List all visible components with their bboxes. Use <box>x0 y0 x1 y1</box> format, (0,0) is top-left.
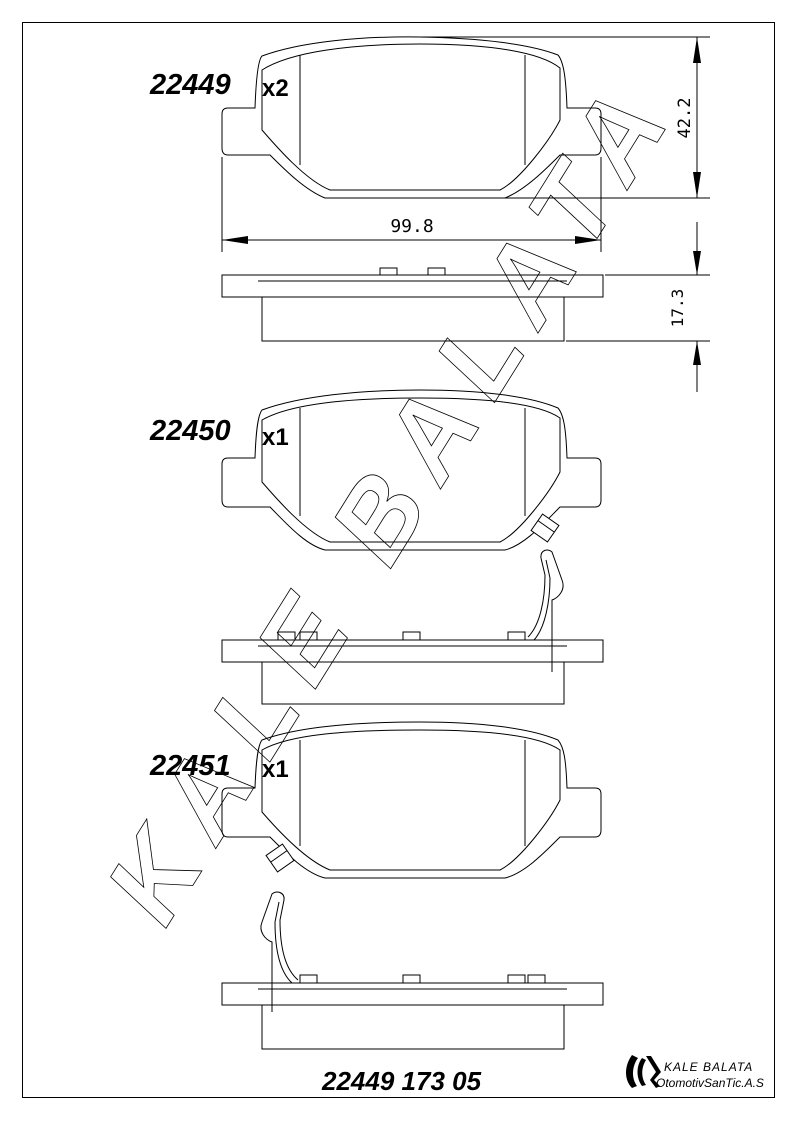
quantity-22449: x2 <box>262 75 289 102</box>
dimension-height-label: 42.2 <box>675 98 695 139</box>
pad-22451-front-view <box>221 721 602 879</box>
dimension-width-label: 99.8 <box>390 216 433 237</box>
quantity-22450: x1 <box>262 424 289 451</box>
logo-mark-icon <box>626 1055 661 1088</box>
dimension-height: 42.2 <box>420 36 710 199</box>
pad-22450-side-view <box>221 549 604 705</box>
quantity-22451: x1 <box>262 756 289 783</box>
dimension-width: 99.8 <box>221 157 602 252</box>
dimension-thickness-label: 17.3 <box>668 289 687 328</box>
part-number-22449: 22449 <box>149 69 231 101</box>
pad-22449-side-view <box>221 267 604 342</box>
dimension-thickness: 17.3 <box>566 222 710 392</box>
pad-22450-front-view <box>221 389 602 551</box>
kale-balata-logo: KALE BALATA OtomotivSanTic.A.S <box>626 1055 764 1090</box>
sheet-border <box>22 22 775 1098</box>
logo-brand-name: KALE BALATA <box>664 1060 753 1074</box>
logo-company-name: OtomotivSanTic.A.S <box>656 1076 764 1090</box>
watermark-text: KALE BALATA <box>82 54 700 942</box>
pad-22449-front-view <box>221 36 602 199</box>
part-number-22450: 22450 <box>149 415 231 447</box>
part-number-22451: 22451 <box>149 750 231 782</box>
pad-22451-side-view <box>221 891 604 1050</box>
watermark: KALE BALATA <box>81 53 700 942</box>
footer-part-code: 22449 173 05 <box>321 1066 482 1096</box>
